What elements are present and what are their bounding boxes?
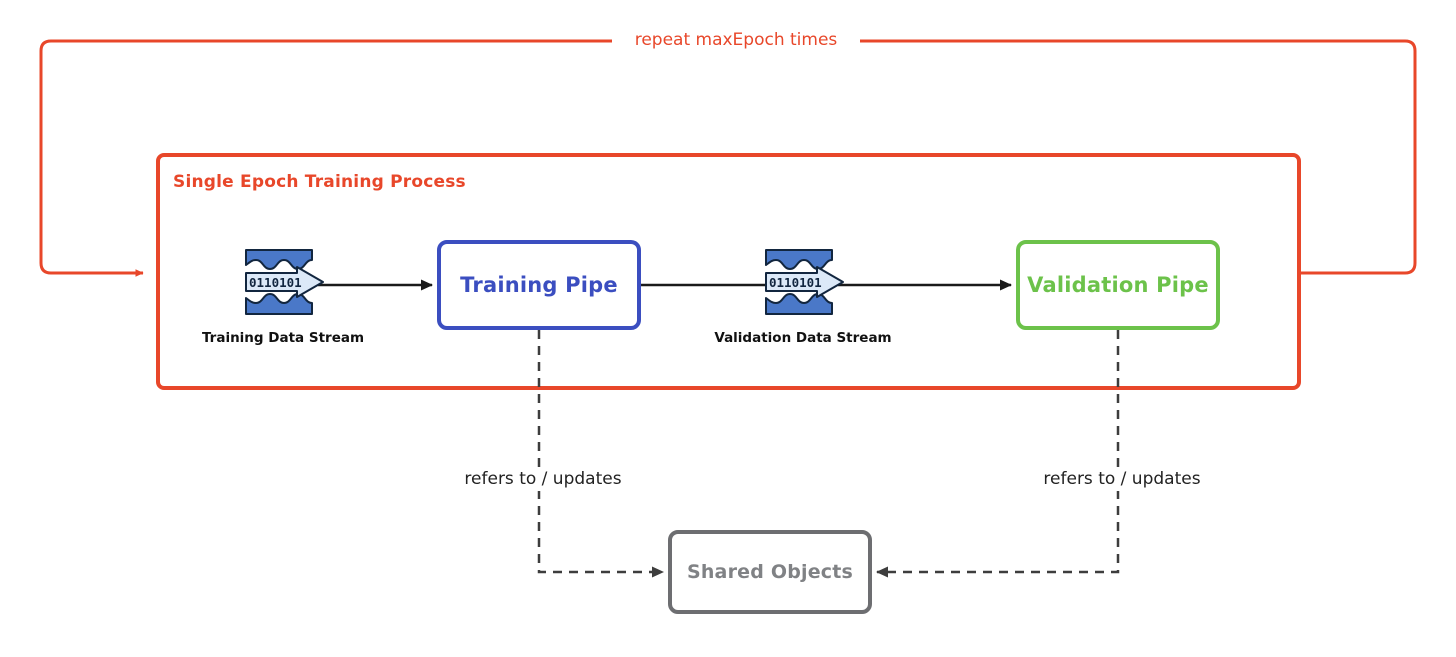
edge-label-refers-to-updates-left: refers to / updates (439, 467, 647, 491)
validation-data-stream-label: Validation Data Stream (714, 330, 892, 346)
data-stream-icon: 0110101 (763, 248, 849, 316)
edge-validation-pipe-to-shared-objects (876, 330, 1120, 578)
edge-training-pipe-to-shared-objects (537, 330, 664, 578)
node-shared-objects-label: Shared Objects (686, 561, 854, 583)
node-validation-pipe[interactable]: Validation Pipe (1016, 240, 1220, 330)
node-validation-pipe-label: Validation Pipe (1027, 273, 1209, 297)
node-training-pipe[interactable]: Training Pipe (437, 240, 641, 330)
edge-label-refers-to-updates-right: refers to / updates (1018, 467, 1226, 491)
data-stream-bits: 0110101 (769, 275, 822, 290)
node-shared-objects[interactable]: Shared Objects (668, 530, 872, 614)
data-stream-bits: 0110101 (249, 275, 302, 290)
node-training-pipe-label: Training Pipe (460, 273, 618, 297)
group-title-single-epoch: Single Epoch Training Process (173, 172, 466, 192)
repeat-loop-caption: repeat maxEpoch times (612, 30, 860, 50)
repeat-loop-path (39, 39, 1417, 277)
training-data-stream-label: Training Data Stream (201, 330, 365, 346)
data-stream-icon: 0110101 (243, 248, 329, 316)
